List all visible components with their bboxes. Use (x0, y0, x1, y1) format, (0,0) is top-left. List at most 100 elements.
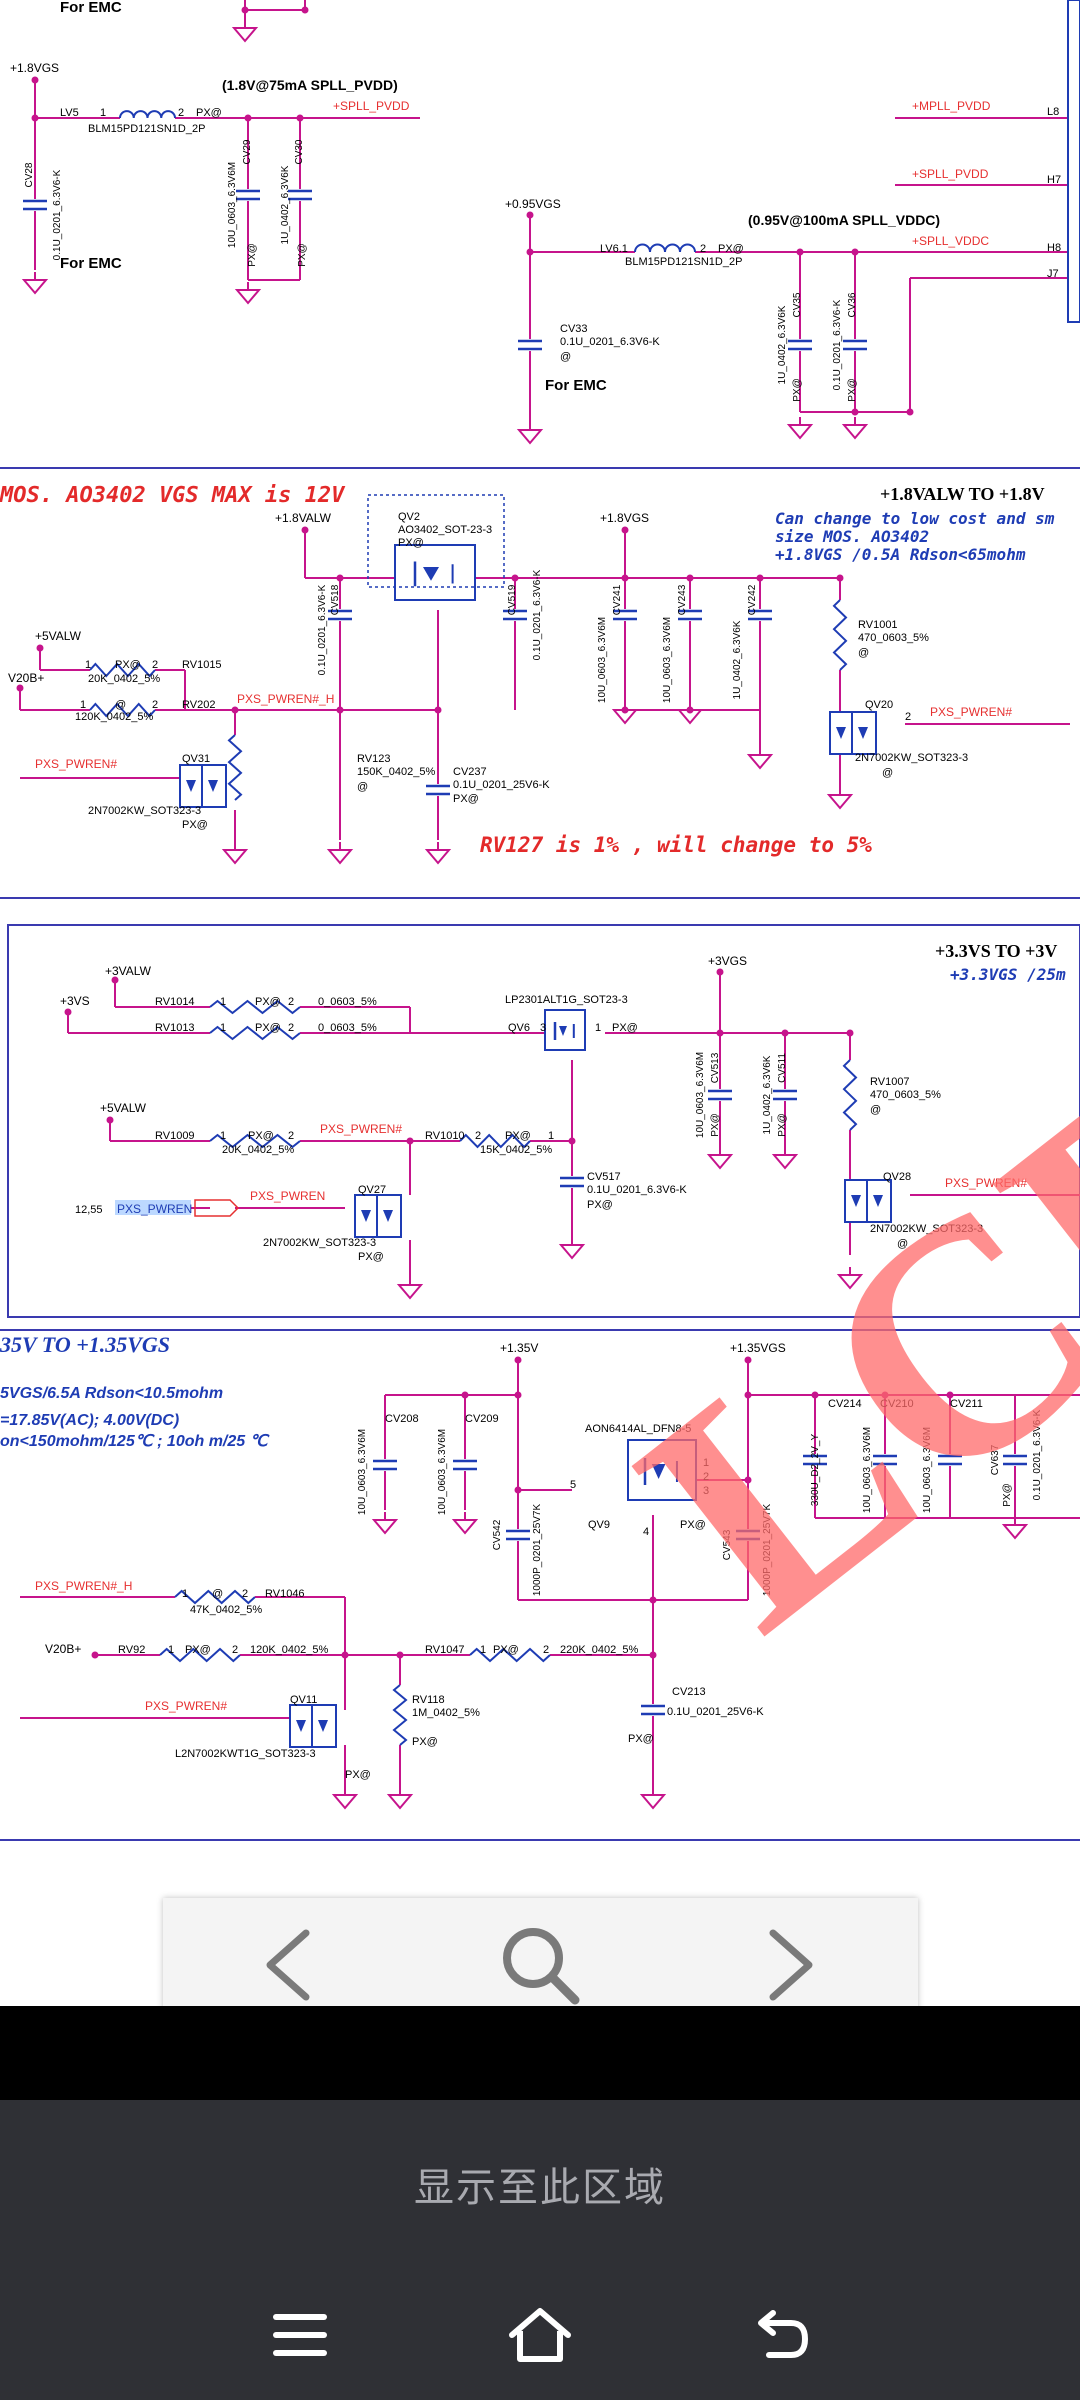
node-dot (406, 1137, 414, 1145)
schematic-label: 2N7002KW_SOT323-3 (88, 805, 201, 817)
home-button[interactable] (490, 2295, 590, 2375)
schematic-label: 15K_0402_5% (480, 1144, 552, 1156)
ground-symbol (706, 1154, 734, 1170)
schematic-label: L2N7002KWT1G_SOT323-3 (175, 1748, 316, 1760)
schematic-vertical-label: 10U_0603_6.3V6M (862, 1427, 873, 1513)
node-dot (836, 574, 844, 582)
ground-symbol (841, 424, 869, 440)
schematic-label: @ (858, 647, 869, 659)
net-highlight-label: PXS_PWREN (117, 1202, 192, 1216)
schematic-label: H8 (1047, 242, 1061, 254)
schematic-label: +1.8VALW (275, 511, 332, 525)
back-button[interactable] (733, 2295, 833, 2375)
node-dots (16, 6, 954, 1659)
schematic-label: =17.85V(AC); 4.00V(DC) (0, 1412, 179, 1429)
next-page-button[interactable] (736, 1920, 846, 2010)
schematic-label: 1 (168, 1644, 174, 1656)
schematic-label: on<150mohm/125℃ ; 10oh m/25 ℃ (0, 1433, 270, 1450)
schematic-label: 3 (540, 1022, 546, 1034)
fet-arrow (873, 1195, 883, 1207)
schematic-label: PX@ (255, 996, 281, 1008)
schematic-vertical-label: CV242 (747, 584, 758, 615)
schematic-vertical-label: CV542 (492, 1519, 503, 1550)
node-dot (91, 1651, 99, 1659)
schematic-vertical-label: PX@ (1002, 1483, 1013, 1507)
schematic-vertical-label: 10U_0603_6.3V6M (227, 162, 238, 248)
schematic-label: QV6 (508, 1022, 530, 1034)
node-dot (241, 6, 249, 14)
node-dot (231, 706, 239, 714)
prev-page-button[interactable] (233, 1920, 343, 2010)
schematic-label: +3.3VS TO +3V (935, 941, 1057, 961)
node-dot (756, 574, 764, 582)
schematic-view[interactable]: PXS_PWREN For EMC+1.8VGS(1.8V@75mA SPLL_… (0, 0, 1080, 2006)
schematic-label: PX@ (255, 1022, 281, 1034)
fet-arrow (361, 1210, 371, 1222)
schematic-label: +1.8VGS (10, 61, 59, 75)
schematic-label: For EMC (60, 255, 122, 272)
schematic-label: CV209 (465, 1413, 499, 1425)
schematic-label: PX@ (505, 1130, 531, 1142)
node-dot (514, 1356, 522, 1364)
schematic-vertical-label: PX@ (297, 243, 308, 267)
inductor-coil (634, 243, 696, 253)
menu-button[interactable] (250, 2295, 350, 2375)
schematic-label: CV517 (587, 1171, 621, 1183)
fet-arrow (208, 780, 218, 792)
schematic-vertical-label: 1000P_0201_25V7K (762, 1504, 773, 1597)
schematic-label: +SPLL_PVDD (912, 167, 989, 181)
ground-symbol (836, 1274, 864, 1290)
fet-arrow (858, 727, 868, 739)
node-dot (649, 1596, 657, 1604)
schematic-label: LP2301ALT1G_SOT23-3 (505, 994, 628, 1006)
node-dot (796, 248, 804, 256)
schematic-label: QV11 (290, 1694, 317, 1706)
schematic-vertical-label: 1000P_0201_25V7K (532, 1504, 543, 1597)
schematic-label: 150K_0402_5% (357, 766, 436, 778)
ground-symbol (516, 429, 544, 445)
node-dot (621, 526, 629, 534)
schematic-label: RV1001 (858, 619, 898, 631)
schematic-label: 1M_0402_5% (412, 1707, 480, 1719)
node-dot (31, 76, 39, 84)
resistor-zigzag (209, 999, 301, 1015)
ground-symbol (786, 424, 814, 440)
node-dot (341, 1651, 349, 1659)
watermark-text: LCD (580, 980, 1080, 1697)
schematic-vertical-label: PX@ (247, 243, 258, 267)
schematic-label: RV1014 (155, 996, 195, 1008)
schematic-label: PX@ (248, 1130, 274, 1142)
schematic-label: BLM15PD121SN1D_2P (88, 123, 205, 135)
ground-symbol (21, 279, 49, 295)
schematic-vertical-label: CV241 (612, 584, 623, 615)
schematic-label: BLM15PD121SN1D_2P (625, 256, 742, 268)
schematic-label: For EMC (545, 377, 607, 394)
node-dot (811, 1391, 819, 1399)
ground-symbol (386, 1794, 414, 1810)
qv2-outline (367, 494, 505, 588)
schematic-label: 2 (288, 996, 294, 1008)
ground-symbol (558, 1244, 586, 1260)
display-area-text[interactable]: 显示至此区域 (414, 2165, 666, 2211)
fet-arrow (836, 727, 846, 739)
schematic-label: @ (560, 351, 571, 363)
schematic-label: PX@ (182, 819, 208, 831)
node-dot (649, 1651, 657, 1659)
search-button[interactable] (485, 1920, 595, 2010)
schematic-vertical-label: CV543 (722, 1529, 733, 1560)
schematic-label: CV213 (672, 1686, 706, 1698)
schematic-label: MOS. AO3402 VGS MAX is 12V (0, 483, 346, 508)
schematic-label: PXS_PWREN#_H (237, 692, 334, 706)
schematic-vertical-label: CV511 (777, 1053, 788, 1083)
schematic-label: 1 (220, 1022, 226, 1034)
node-dot (31, 114, 39, 122)
schematic-label: 0.1U_0201_6.3V6-K (587, 1184, 687, 1196)
chevron-left-icon (266, 1929, 310, 2001)
schematic-label: RV1010 (425, 1130, 465, 1142)
fet-arrow (318, 1720, 328, 1732)
schematic-vertical-label: PX@ (792, 378, 803, 402)
search-icon (503, 1928, 580, 2005)
schematic-label: 2N7002KW_SOT323-3 (855, 752, 968, 764)
schematic-vertical-label: CV29 (242, 139, 253, 164)
schematic-label: 1 (595, 1022, 601, 1034)
